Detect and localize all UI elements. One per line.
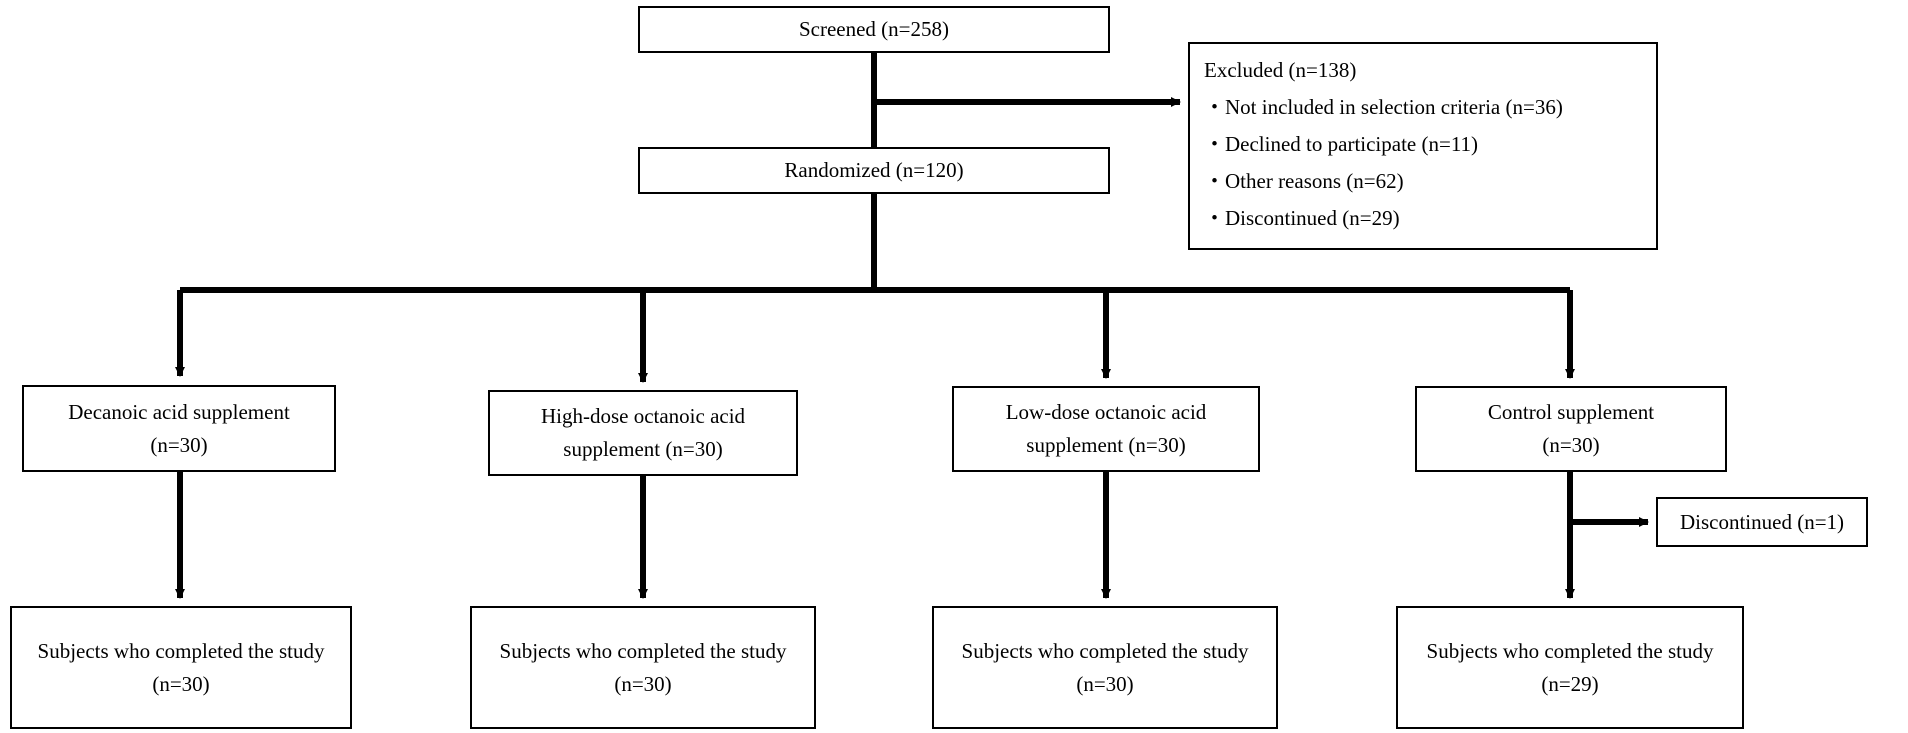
randomized-label: Randomized (n=120) bbox=[784, 158, 964, 183]
completed-box-decanoic: Subjects who completed the study (n=30) bbox=[10, 606, 352, 729]
excluded-reason: ・Other reasons (n=62) bbox=[1204, 169, 1404, 193]
screened-label: Screened (n=258) bbox=[798, 17, 950, 42]
excluded-reason: ・Declined to participate (n=11) bbox=[1204, 132, 1479, 156]
arm-label-line1: Decanoic acid supplement bbox=[68, 399, 290, 424]
arm-box-decanoic: Decanoic acid supplement (n=30) bbox=[22, 385, 336, 472]
completed-label-line2: (n=29) bbox=[1541, 671, 1599, 696]
completed-box-control: Subjects who completed the study (n=29) bbox=[1396, 606, 1744, 729]
arm-box-control: Control supplement (n=30) bbox=[1415, 386, 1727, 472]
completed-label-line2: (n=30) bbox=[614, 671, 672, 696]
excluded-title: Excluded (n=138) bbox=[1204, 58, 1357, 82]
completed-label-line1: Subjects who completed the study bbox=[499, 638, 787, 663]
control-discontinued-box: Discontinued (n=1) bbox=[1656, 497, 1868, 547]
arm-label-line2: (n=30) bbox=[150, 432, 208, 457]
completed-label-line1: Subjects who completed the study bbox=[1426, 638, 1714, 663]
arm-label-line1: Control supplement bbox=[1487, 400, 1655, 425]
arm-label-line2: supplement (n=30) bbox=[563, 437, 723, 461]
randomized-box: Randomized (n=120) bbox=[638, 147, 1110, 194]
arm-label-line1: Low-dose octanoic acid bbox=[1005, 400, 1207, 425]
completed-box-low-dose: Subjects who completed the study (n=30) bbox=[932, 606, 1278, 729]
completed-label-line1: Subjects who completed the study bbox=[961, 638, 1249, 663]
arm-label-line1: High-dose octanoic acid bbox=[540, 404, 746, 429]
arm-box-low-dose: Low-dose octanoic acid supplement (n=30) bbox=[952, 386, 1260, 472]
completed-label-line2: (n=30) bbox=[152, 671, 210, 696]
arm-label-line2: supplement (n=30) bbox=[1026, 433, 1186, 457]
screened-box: Screened (n=258) bbox=[638, 6, 1110, 53]
excluded-reason: ・Discontinued (n=29) bbox=[1204, 206, 1400, 230]
excluded-box: Excluded (n=138) ・Not included in select… bbox=[1188, 42, 1658, 250]
arm-box-high-dose: High-dose octanoic acid supplement (n=30… bbox=[488, 390, 798, 476]
excluded-reason: ・Not included in selection criteria (n=3… bbox=[1204, 95, 1563, 119]
completed-label-line1: Subjects who completed the study bbox=[37, 638, 325, 663]
completed-label-line2: (n=30) bbox=[1076, 671, 1134, 696]
arm-label-line2: (n=30) bbox=[1542, 433, 1600, 457]
completed-box-high-dose: Subjects who completed the study (n=30) bbox=[470, 606, 816, 729]
control-discontinued-label: Discontinued (n=1) bbox=[1679, 509, 1845, 534]
